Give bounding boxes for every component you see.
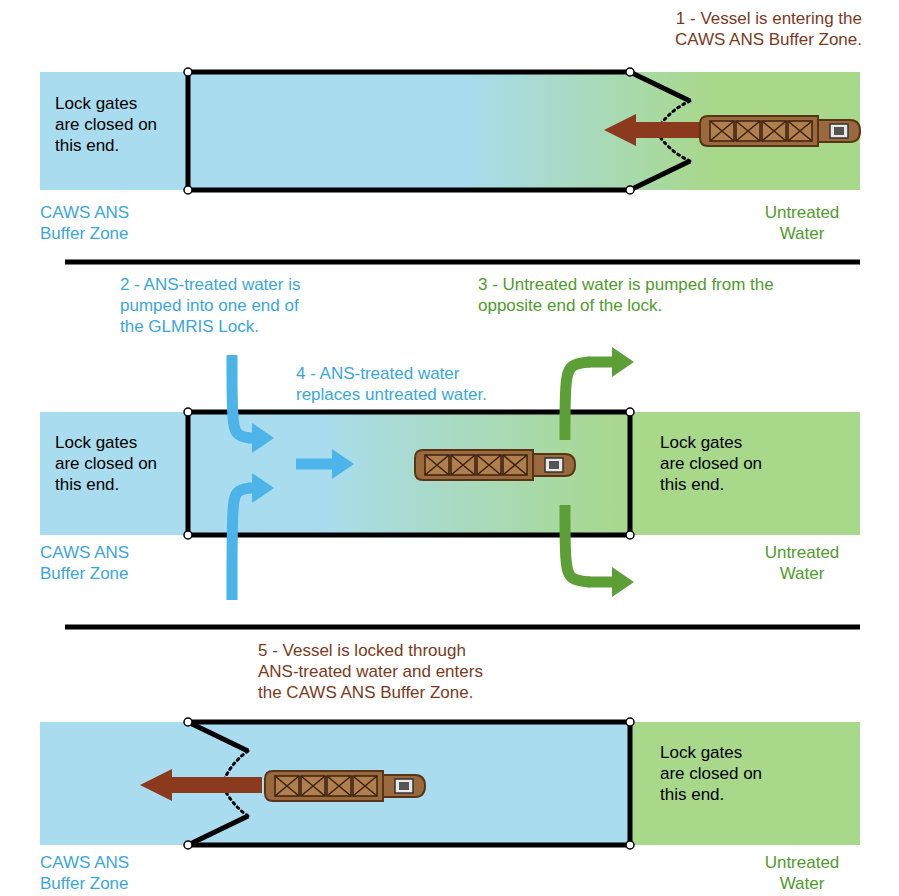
hinge [184, 68, 192, 76]
vessel [415, 450, 575, 480]
flow-pipe [232, 488, 250, 600]
movement-arrow [604, 114, 702, 146]
gate-note: Lock gates are closed on this end. [55, 93, 160, 156]
hinge [184, 408, 192, 416]
flow-arrowhead [332, 449, 354, 479]
gate-note: Lock gates are closed on this end. [660, 742, 765, 805]
hinge [626, 408, 634, 416]
lock-wall [188, 816, 248, 845]
zone-label: Untreated Water [752, 852, 852, 894]
hinge [626, 531, 634, 539]
lock-wall [630, 161, 690, 190]
step-callout: 1 - Vessel is entering the CAWS ANS Buff… [630, 8, 862, 50]
water-band [630, 412, 860, 535]
hinge [626, 186, 634, 194]
gate-note: Lock gates are closed on this end. [55, 432, 160, 495]
hinge [184, 841, 192, 849]
vessel [700, 116, 860, 146]
flow-pipe [588, 357, 612, 368]
flow-pipe [588, 577, 612, 588]
water-band [40, 72, 860, 190]
flow-pipe [565, 362, 590, 440]
hinge [626, 68, 634, 76]
step-callout: 4 - ANS-treated water replaces untreated… [296, 363, 516, 405]
hinge [184, 718, 192, 726]
divider [65, 625, 860, 630]
flow-pipe [296, 459, 332, 470]
water-band [40, 722, 630, 845]
gate-swing [658, 134, 690, 161]
lock-wall [188, 72, 630, 190]
step-callout: 2 - ANS-treated water is pumped into one… [120, 274, 318, 337]
zone-label: Untreated Water [752, 202, 852, 244]
divider [65, 260, 860, 265]
flow-pipe [248, 433, 252, 444]
step-callout: 3 - Untreated water is pumped from the o… [478, 274, 788, 316]
zone-label: CAWS ANS Buffer Zone [40, 542, 150, 584]
flow-arrowhead [252, 473, 274, 503]
zone-label: Untreated Water [752, 542, 852, 584]
hinge [626, 718, 634, 726]
flow-arrowhead [612, 347, 634, 377]
hinge [184, 186, 192, 194]
flow-arrowhead [252, 423, 274, 453]
hinge [184, 531, 192, 539]
vessel [265, 771, 425, 801]
water-band [630, 722, 860, 845]
zone-label: CAWS ANS Buffer Zone [40, 202, 150, 244]
flow-pipe [565, 505, 590, 582]
movement-arrow [140, 769, 262, 801]
gate-swing [224, 751, 248, 780]
lock-wall [630, 72, 690, 101]
step-callout: 5 - Vessel is locked through ANS-treated… [258, 640, 503, 703]
flow-arrowhead [612, 567, 634, 597]
hinge [626, 841, 634, 849]
lock-wall [188, 722, 248, 751]
flow-pipe [232, 355, 250, 438]
flow-pipe [248, 483, 252, 494]
zone-label: CAWS ANS Buffer Zone [40, 852, 150, 894]
water-band [40, 412, 190, 535]
gate-note: Lock gates are closed on this end. [660, 432, 765, 495]
